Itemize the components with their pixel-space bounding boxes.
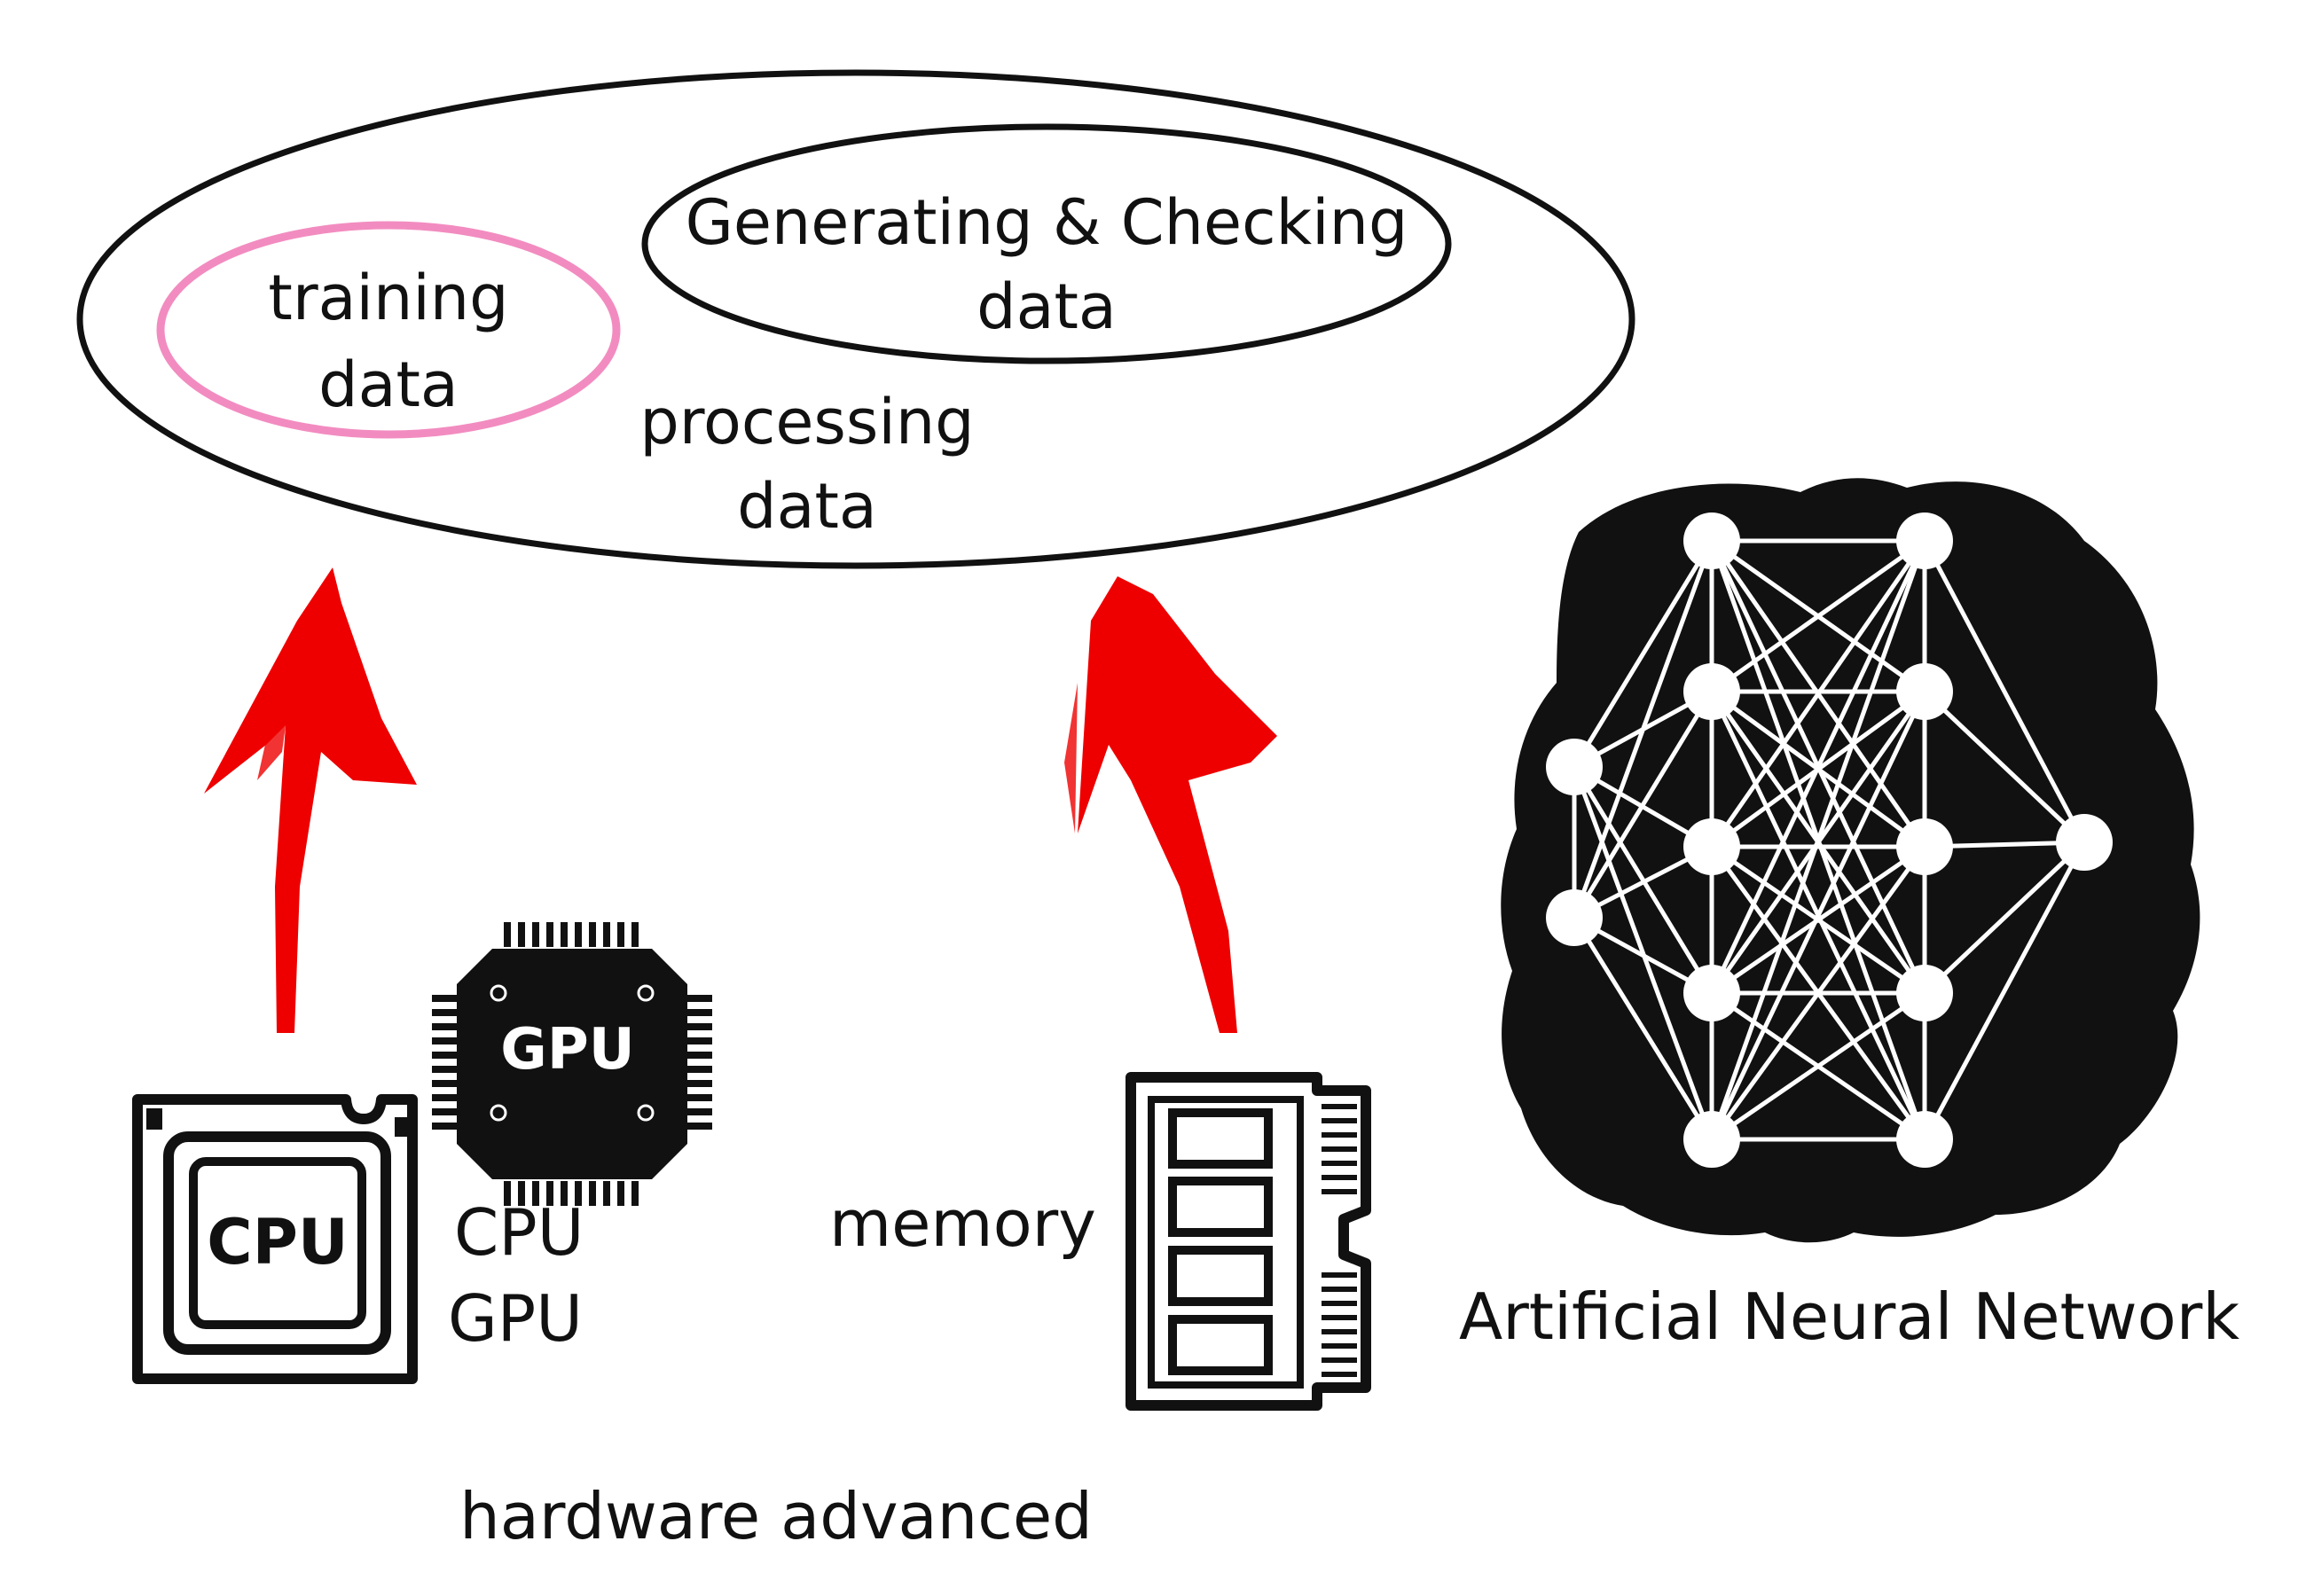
training-label-line1: training xyxy=(268,262,508,334)
processing-label-line1: processing xyxy=(639,386,974,458)
training-data-ellipse xyxy=(156,221,621,439)
cpu-chip-icon: CPU xyxy=(132,1094,418,1384)
processing-data-ellipse xyxy=(76,69,1635,569)
gpu-chip-label: GPU xyxy=(500,1017,634,1083)
up-arrow-icon xyxy=(1064,576,1277,1033)
memory-caption: memory xyxy=(829,1186,1096,1261)
generating-checking-ellipse xyxy=(641,123,1452,364)
gpu-caption: GPU xyxy=(448,1281,583,1356)
hardware-caption: hardware advanced xyxy=(459,1479,1093,1553)
gpu-chip-icon: GPU xyxy=(432,922,712,1206)
generating-label-line1: Generating & Checking xyxy=(686,186,1408,259)
processing-label-line2: data xyxy=(737,470,877,543)
training-label-line2: data xyxy=(318,348,459,421)
memory-module-icon xyxy=(1126,1072,1371,1411)
cpu-chip-label: CPU xyxy=(207,1206,349,1279)
ann-caption: Artificial Neural Network xyxy=(1459,1279,2239,1354)
up-arrow-icon xyxy=(204,567,417,1033)
brain-network-icon xyxy=(1501,478,2200,1243)
cpu-caption: CPU xyxy=(454,1195,584,1270)
generating-label-line2: data xyxy=(977,270,1117,343)
